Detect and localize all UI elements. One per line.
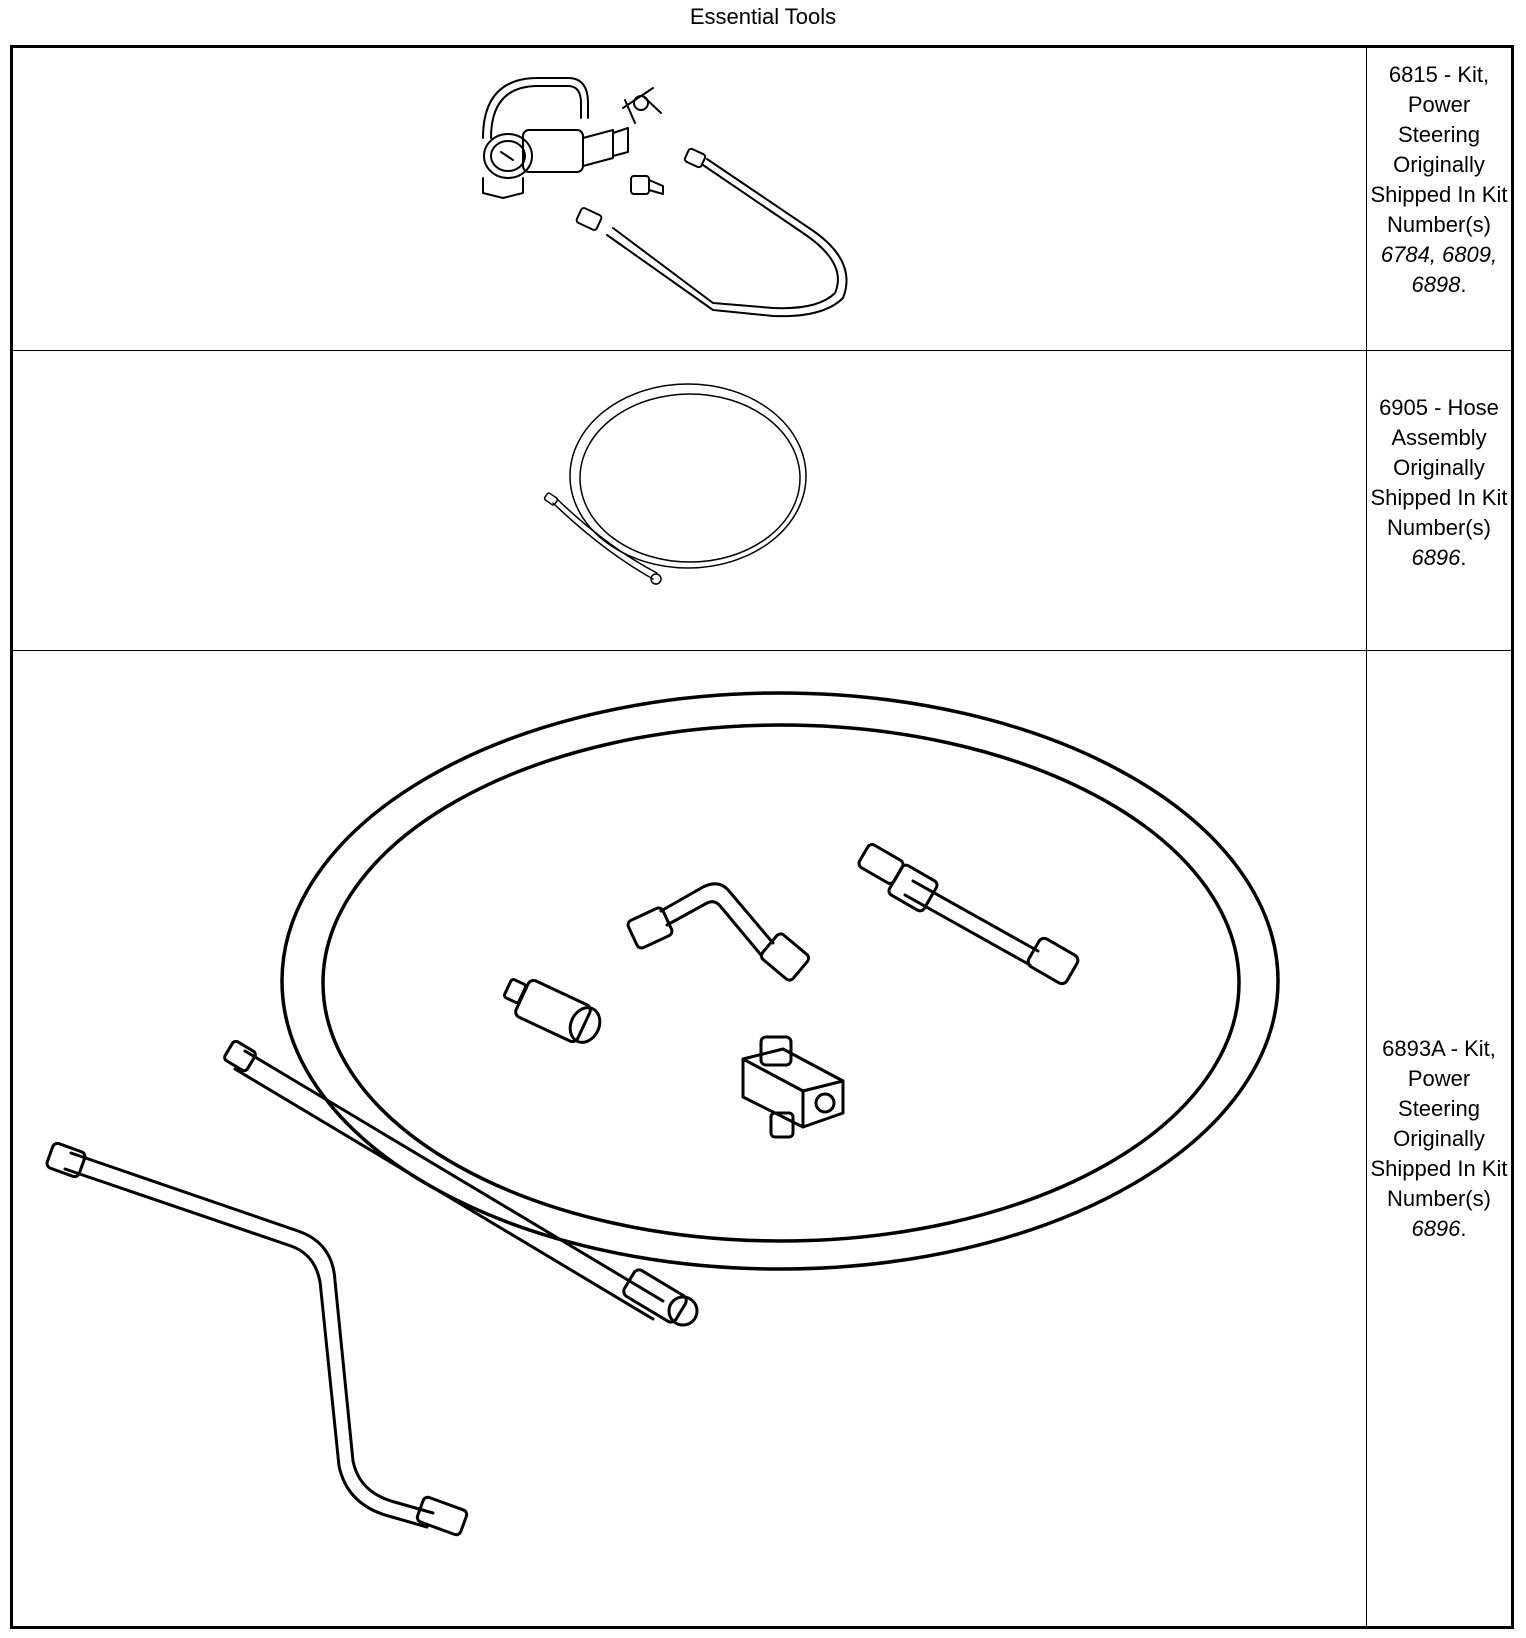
tool-description-text: 6893A - Kit, Power Steering Originally S… <box>1370 1035 1508 1211</box>
power-steering-kit-6893a-illustration <box>45 691 1280 1537</box>
page-title: Essential Tools <box>689 4 837 29</box>
description-period: . <box>1460 1215 1467 1241</box>
tool-description: 6815 - Kit, Power Steering Originally Sh… <box>1367 60 1511 300</box>
tool-description-text: 6815 - Kit, Power Steering Originally Sh… <box>1370 62 1508 237</box>
tool-description-cell: 6815 - Kit, Power Steering Originally Sh… <box>1366 48 1511 350</box>
tool-description: 6893A - Kit, Power Steering Originally S… <box>1367 1034 1511 1244</box>
tool-illustration-6893a <box>13 651 1366 1626</box>
power-steering-kit-6815-illustration <box>482 77 848 318</box>
kit-numbers: 6896 <box>1411 545 1461 570</box>
tool-row-6815: 6815 - Kit, Power Steering Originally Sh… <box>13 48 1511 350</box>
kit-numbers: 6896 <box>1411 1215 1461 1241</box>
tool-description-cell: 6893A - Kit, Power Steering Originally S… <box>1366 651 1511 1626</box>
tool-description-cell: 6905 - Hose Assembly Originally Shipped … <box>1366 351 1511 650</box>
tool-row-6905: 6905 - Hose Assembly Originally Shipped … <box>13 350 1511 650</box>
tool-illustration-6905 <box>13 351 1366 650</box>
tool-illustration-6815 <box>13 48 1366 350</box>
tool-description: 6905 - Hose Assembly Originally Shipped … <box>1367 393 1511 573</box>
hose-assembly-6905-illustration <box>543 383 807 585</box>
essential-tools-table: 6815 - Kit, Power Steering Originally Sh… <box>10 45 1514 1629</box>
kit-numbers: 6784, 6809, 6898 <box>1380 242 1498 297</box>
description-period: . <box>1460 272 1467 297</box>
tool-description-text: 6905 - Hose Assembly Originally Shipped … <box>1370 395 1508 540</box>
description-period: . <box>1460 545 1467 570</box>
tool-row-6893a: 6893A - Kit, Power Steering Originally S… <box>13 650 1511 1626</box>
